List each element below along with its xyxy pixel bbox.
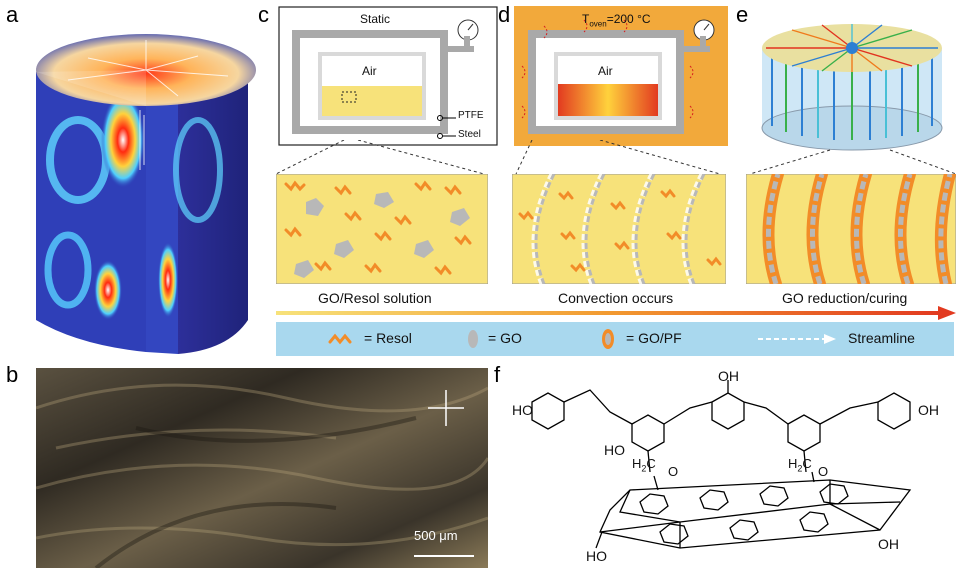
hydroxyl-left: HO: [512, 402, 533, 418]
ch2b-sub: 2: [797, 463, 803, 474]
go-pf-aligned-figure: [746, 174, 956, 284]
legend-go-pf: = GO/PF: [626, 330, 682, 346]
methylene-bridge-left: H2C: [632, 456, 656, 474]
zoom-panel-convection: [512, 174, 726, 284]
resol-go-mixture-figure: [276, 174, 488, 284]
go-pf-icon: [602, 329, 614, 349]
ch2a-sub: 2: [641, 463, 647, 474]
legend-ptfe: PTFE: [458, 110, 484, 121]
panel-d-convection: Toven=200 °C Air: [514, 6, 728, 146]
panel-a-simulation: [28, 20, 260, 356]
hydroxyl-right: OH: [918, 402, 939, 418]
ch2a-h: H: [632, 456, 642, 471]
step-convection-label: Convection occurs: [558, 290, 674, 306]
step-solution-label: GO/Resol solution: [318, 290, 432, 306]
cylinder-simulation-figure: [36, 34, 256, 354]
panel-label-a: a: [6, 2, 19, 27]
static-chamber-diagram: [278, 6, 498, 146]
temp-value: =200 °C: [606, 12, 651, 26]
panel-b-micrograph: 500 μm: [36, 368, 488, 568]
zoom-panel-solution: [276, 174, 488, 284]
legend-go: = GO: [488, 330, 522, 346]
step-curing-label: GO reduction/curing: [782, 290, 908, 306]
temp-sub: oven: [589, 19, 607, 29]
hydroxyl-top: OH: [718, 368, 739, 384]
methylene-bridge-right: H2C: [788, 456, 812, 474]
scale-bar-label: 500 μm: [414, 528, 458, 543]
process-gradient-arrow: [276, 306, 956, 320]
legend-streamline: Streamline: [848, 330, 915, 346]
ch2a-c: C: [646, 456, 656, 471]
panel-label-d: d: [498, 2, 511, 27]
panel-f-chemical-structure: HO OH OH HO H2C H2C O O HO OH: [500, 368, 956, 570]
legend-band: = Resol = GO = GO/PF Streamline: [276, 322, 954, 356]
hydroxyl-sheet-left: HO: [586, 548, 607, 564]
panel-label-e: e: [736, 2, 749, 27]
go-pf-chemical-structure: [531, 380, 912, 549]
zoom-panel-cured: [746, 174, 956, 284]
zoom-guide-lines: [275, 140, 957, 175]
static-air-label: Air: [362, 64, 377, 78]
ch2b-h: H: [788, 456, 798, 471]
polarized-optical-micrograph: [36, 368, 488, 568]
streamline-cylinder-figure: [761, 24, 943, 151]
ch2b-c: C: [802, 456, 812, 471]
hydroxyl-ring2: HO: [604, 442, 625, 458]
hydroxyl-sheet-right: OH: [878, 536, 899, 552]
temp-prefix: T: [582, 12, 590, 26]
resol-icon: [328, 333, 352, 345]
ether-oxygen-left: O: [668, 464, 679, 479]
convection-air-label: Air: [598, 64, 613, 78]
legend-resol: = Resol: [364, 330, 412, 346]
go-icon: [468, 330, 478, 348]
panel-label-f: f: [494, 362, 501, 387]
legend-steel: Steel: [458, 129, 481, 140]
oven-temperature: Toven=200 °C: [582, 12, 651, 28]
panel-label-b: b: [6, 362, 19, 387]
heated-chamber-diagram: [514, 6, 728, 146]
convection-alignment-figure: [512, 174, 726, 284]
panel-e-streamlines: [752, 8, 952, 154]
ether-oxygen-right: O: [818, 464, 829, 479]
streamline-icon: [758, 334, 836, 344]
panel-c-static: Static Air PTFE Steel: [278, 6, 498, 146]
panel-label-c: c: [258, 2, 269, 27]
static-title: Static: [360, 12, 391, 26]
